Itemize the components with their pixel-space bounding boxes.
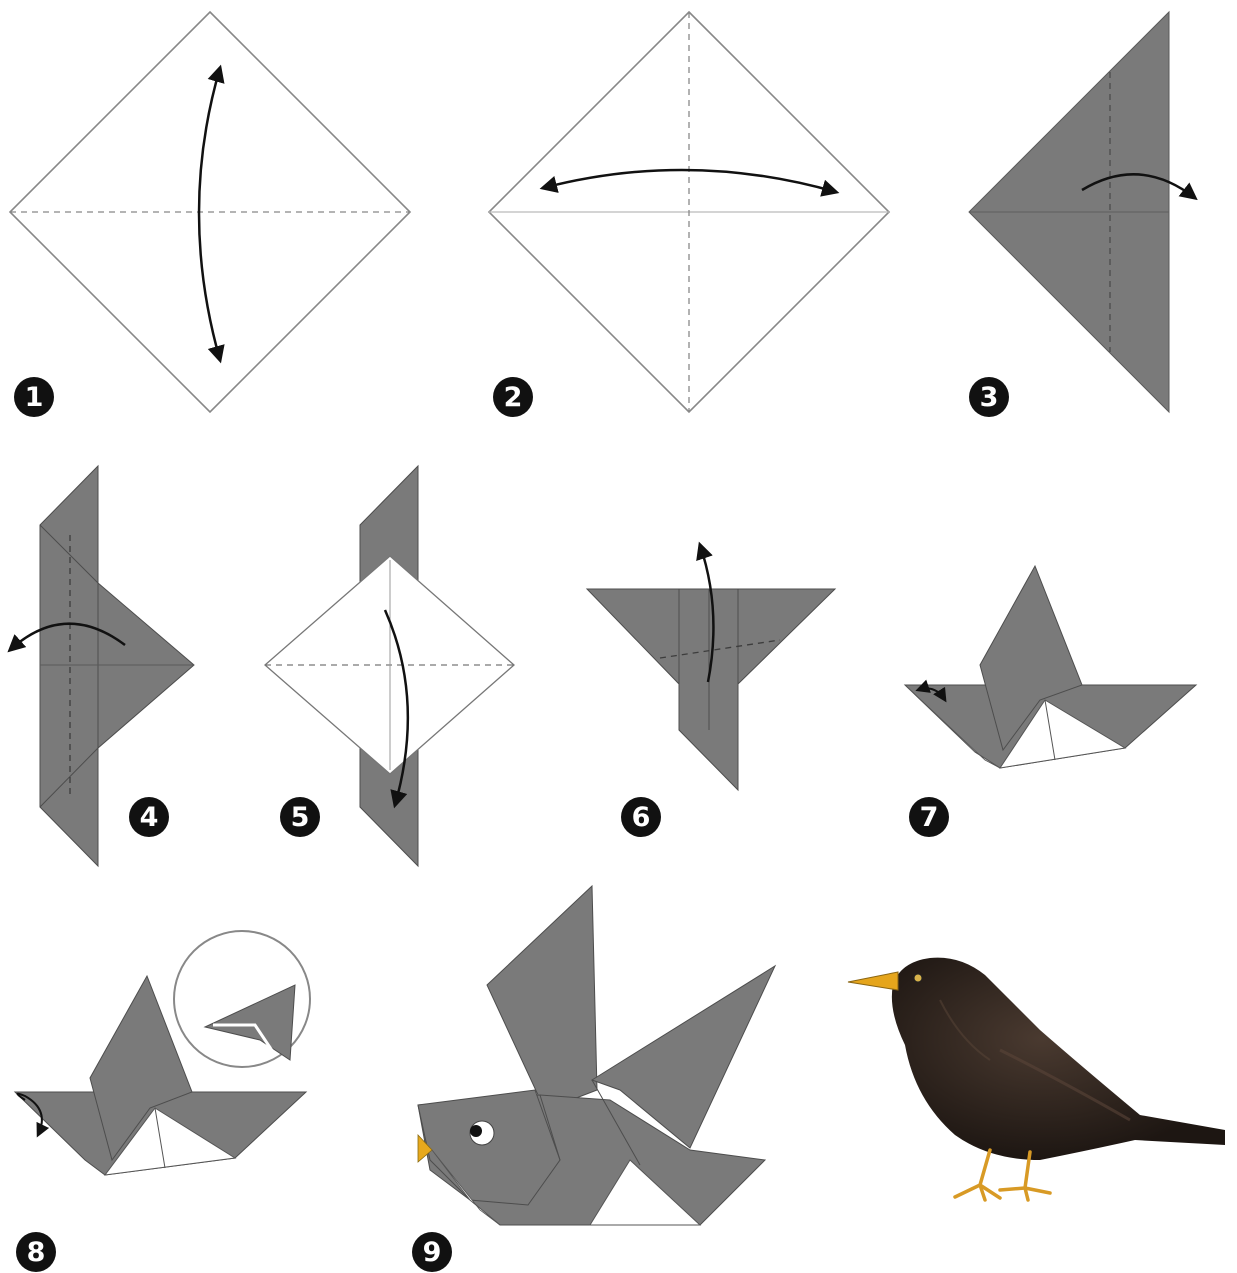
step-2-badge: 2: [493, 377, 533, 417]
step-2-diagram: [489, 12, 889, 412]
step-1-diagram: [10, 12, 410, 412]
step-6-badge: 6: [621, 797, 661, 837]
step-5-badge: 5: [280, 797, 320, 837]
step-1-badge: 1: [14, 377, 54, 417]
step-7-badge: 7: [909, 797, 949, 837]
step-3-badge: 3: [969, 377, 1009, 417]
step-4-diagram: [10, 466, 194, 866]
blackbird-illustration: [848, 958, 1225, 1200]
step-9-diagram: [418, 886, 775, 1225]
step-3-diagram: [969, 12, 1195, 412]
bird-eye: [914, 974, 922, 982]
step-4-badge: 4: [129, 797, 169, 837]
step-8-badge: 8: [16, 1232, 56, 1272]
step-7-diagram: [905, 566, 1196, 768]
bird-beak: [848, 972, 898, 990]
step-9-badge: 9: [412, 1232, 452, 1272]
step-6-diagram: [587, 545, 835, 790]
step-8-diagram: [15, 931, 310, 1175]
